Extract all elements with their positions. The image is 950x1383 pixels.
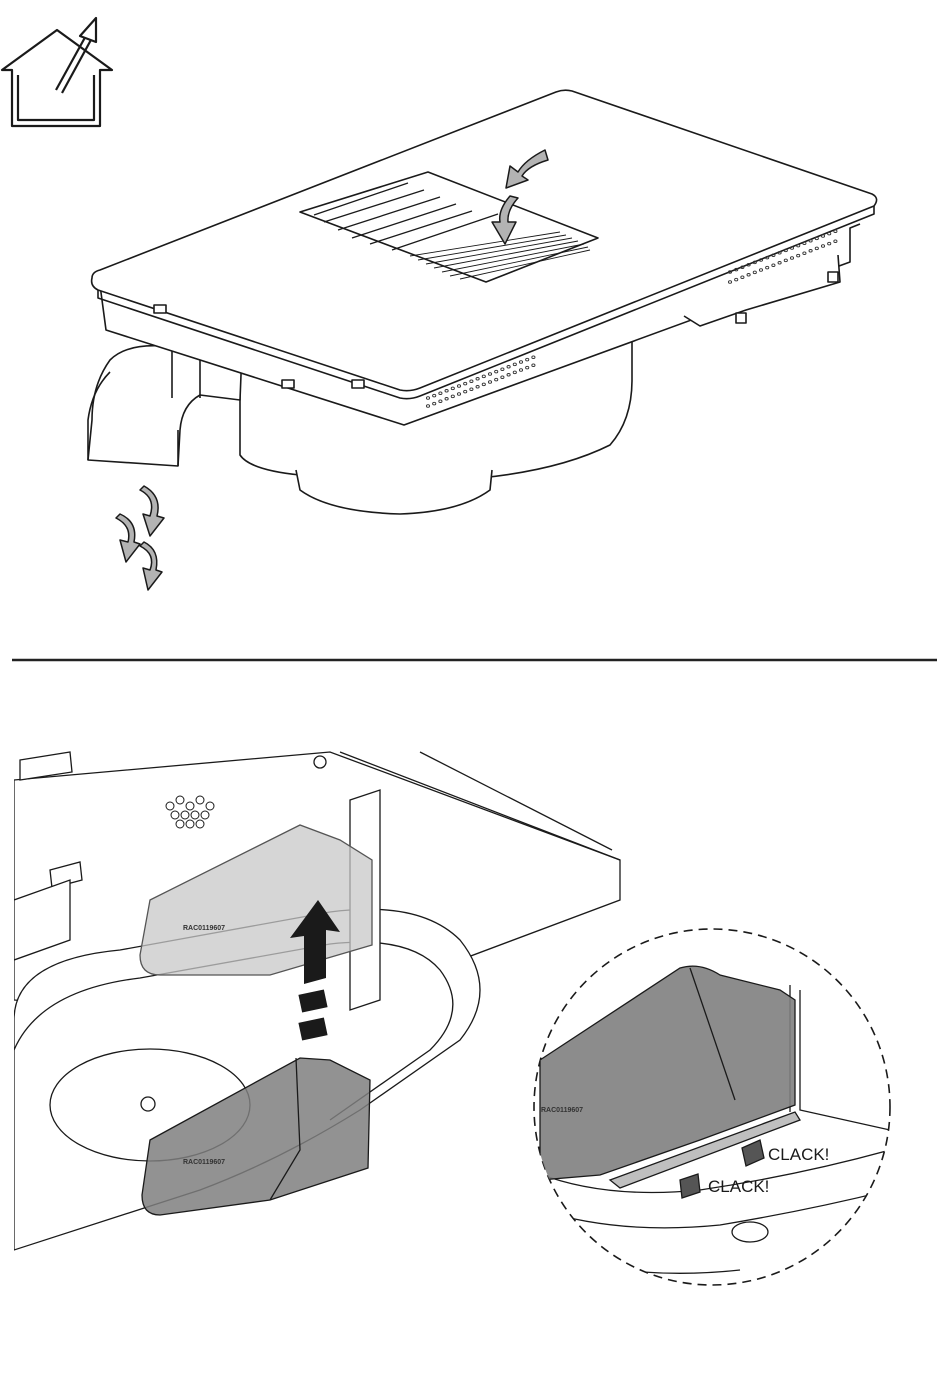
hob-unit (88, 90, 877, 514)
clack-label-2: CLACK! (708, 1177, 769, 1196)
house-exhaust-icon (2, 18, 112, 126)
zoom-callout: CLACK! CLACK! RAC0119607 (530, 929, 890, 1285)
clack-label-1: CLACK! (768, 1145, 829, 1164)
hood-underside (14, 752, 620, 1250)
part-code-closeup: RAC0119607 (541, 1107, 583, 1114)
part-code-installed: RAC0119607 (183, 1159, 225, 1166)
part-code-ghost: RAC0119607 (183, 925, 225, 932)
